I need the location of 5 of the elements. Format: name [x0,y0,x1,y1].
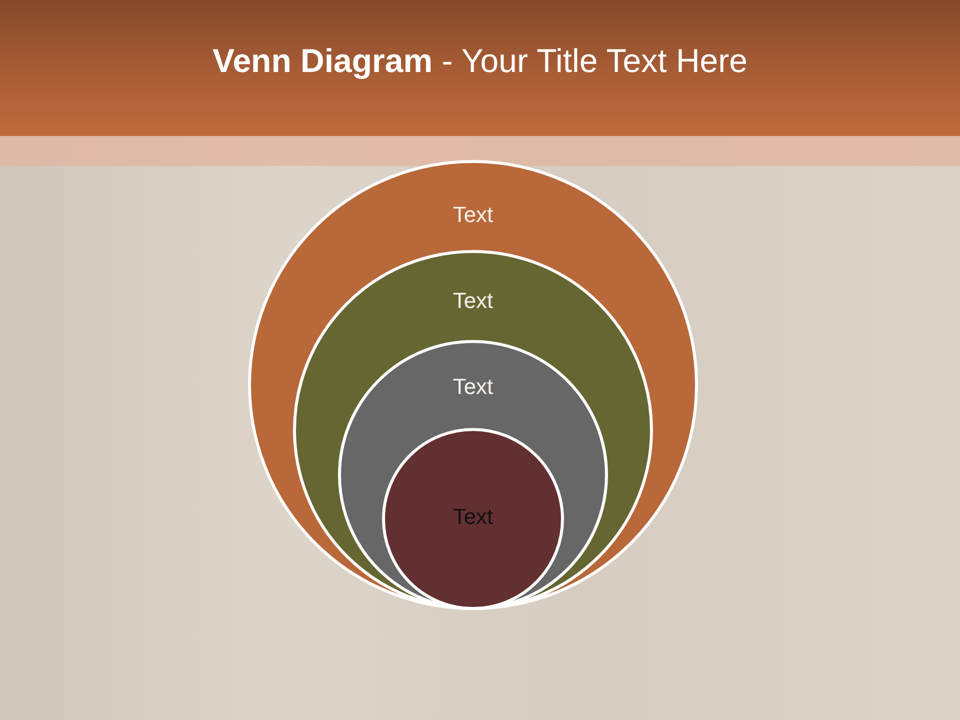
circle-label: Text [452,374,494,400]
circle-label: Text [452,504,494,530]
slide-title: Venn Diagram - Your Title Text Here [212,42,748,80]
circle-label: Text [452,202,494,228]
circle-label: Text [452,288,494,314]
